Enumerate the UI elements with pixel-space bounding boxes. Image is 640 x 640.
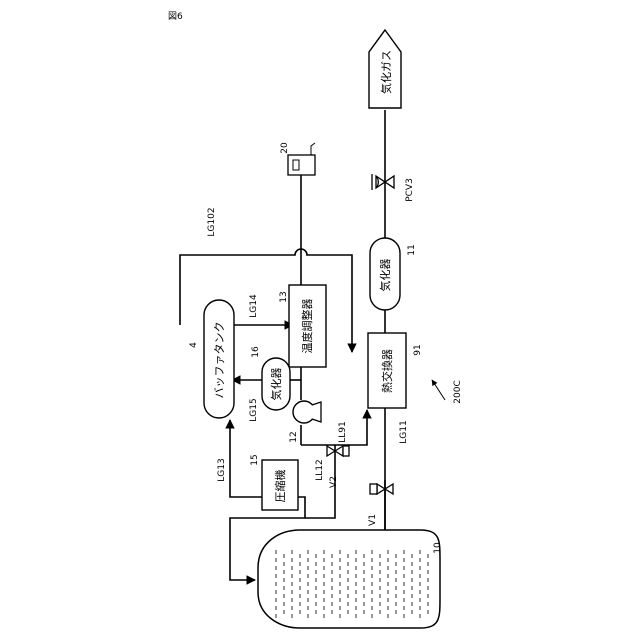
storage-tank [258, 530, 440, 628]
compressor-label: 圧縮機 [273, 470, 287, 503]
main-vaporizer-label: 気化器 [378, 259, 392, 292]
system-label-group: 200C [432, 380, 463, 404]
temperature-regulator: 温度調整器 [289, 285, 326, 367]
ref-11: 11 [407, 244, 417, 255]
ref-4: 4 [189, 342, 199, 348]
heat-exchanger: 熱交換器 [368, 333, 406, 408]
lg11-label: LG11 [399, 420, 409, 443]
ref-12: 12 [289, 431, 299, 442]
ref-91: 91 [413, 344, 423, 355]
ref-13: 13 [279, 291, 289, 302]
lg13-label: LG13 [217, 458, 227, 481]
vaporized-gas-output: 気化ガス [369, 30, 401, 108]
ll12-label: LL12 [315, 459, 325, 480]
pcv3-label: PCV3 [405, 178, 415, 202]
lg102-label: LG102 [207, 207, 217, 236]
ref-20: 20 [280, 142, 290, 154]
system-label: 200C [453, 380, 463, 403]
ref-10: 10 [433, 542, 443, 554]
small-vaporizer-label: 気化器 [269, 368, 283, 401]
temp-regulator-label: 温度調整器 [300, 299, 314, 354]
pump-icon [293, 401, 321, 423]
meter-device-icon [288, 143, 315, 175]
v1-label: V1 [368, 514, 378, 526]
vaporized-gas-label: 気化ガス [379, 50, 393, 94]
pcv3-valve-icon [372, 174, 394, 190]
compressor: 圧縮機 [262, 460, 298, 510]
ref-15: 15 [250, 454, 260, 465]
small-vaporizer: 気化器 [262, 358, 290, 410]
v2-valve-icon [327, 446, 349, 456]
buffer-tank-label: バッファタンク [213, 322, 226, 399]
v2-label: V2 [329, 476, 339, 488]
lg14-label: LG14 [249, 294, 259, 318]
ref-16: 16 [251, 346, 261, 358]
main-vaporizer: 気化器 [370, 238, 400, 310]
buffer-tank: バッファタンク [204, 300, 234, 418]
v1-valve-icon [370, 484, 393, 494]
ll91-label: LL91 [338, 421, 348, 442]
heat-exchanger-label: 熱交換器 [380, 349, 394, 393]
lg15-label: LG15 [249, 398, 259, 421]
